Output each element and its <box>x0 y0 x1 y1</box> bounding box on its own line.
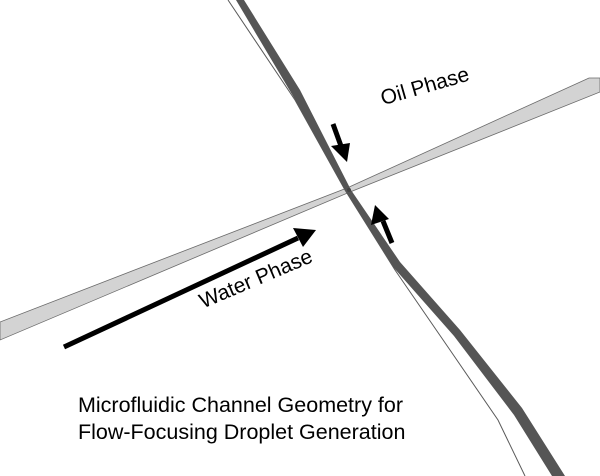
vertical-channel-dark-wall <box>236 0 565 476</box>
water-flow-arrow <box>62 228 316 350</box>
oil-outlet-arrow <box>371 205 395 244</box>
figure-caption: Microfluidic Channel Geometry for Flow-F… <box>78 392 405 446</box>
oil-inlet-arrow <box>330 123 350 162</box>
caption-line-1: Microfluidic Channel Geometry for <box>78 393 404 417</box>
junction-point <box>347 188 351 192</box>
caption-line-2: Flow-Focusing Droplet Generation <box>78 420 406 444</box>
vertical-channel-thin-wall <box>227 0 526 476</box>
